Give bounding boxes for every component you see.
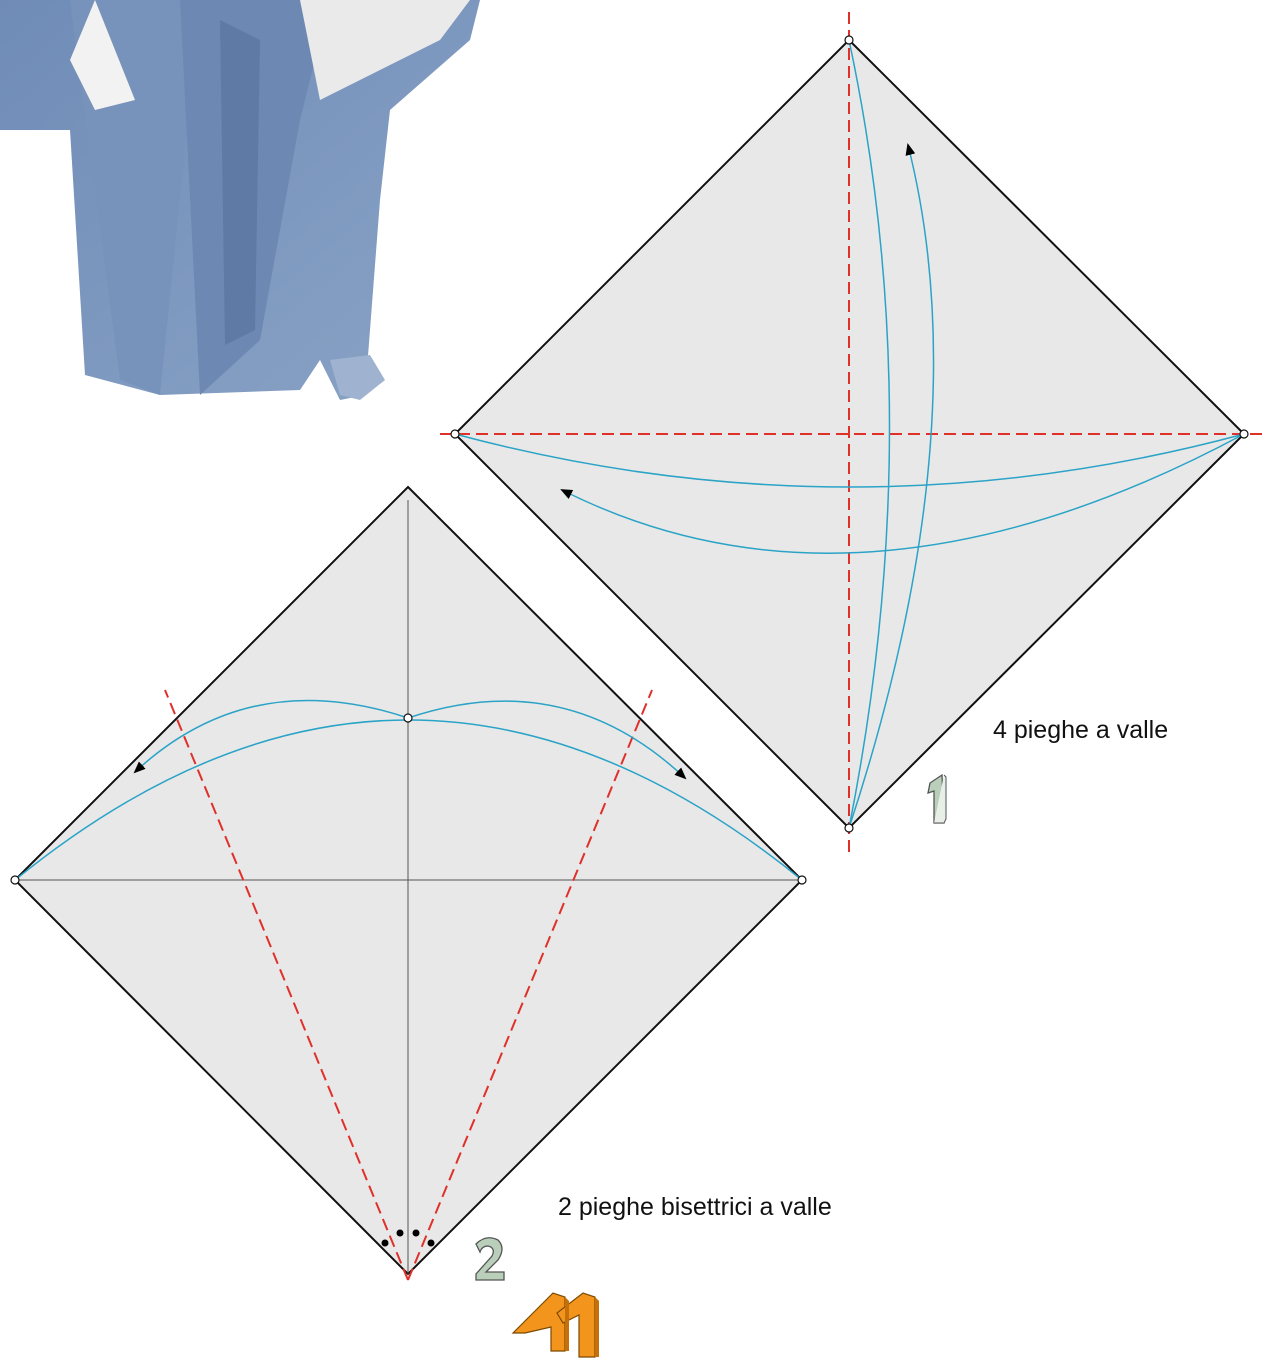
origami-photo [0, 0, 480, 400]
reference-point-bottom [845, 824, 853, 832]
angle-mark-dot [413, 1230, 420, 1237]
step-1-caption: 4 pieghe a valle [993, 716, 1168, 745]
angle-mark-dot [397, 1230, 404, 1237]
step-2-badge [476, 1238, 504, 1280]
step-1-badge [928, 775, 946, 823]
reference-point-left [451, 430, 459, 438]
reference-point-left [11, 876, 19, 884]
angle-mark-dot [382, 1240, 389, 1247]
logo-41 [513, 1293, 599, 1357]
reference-point-top [845, 36, 853, 44]
angle-mark-dot [428, 1240, 435, 1247]
step-2-caption: 2 pieghe bisettrici a valle [558, 1193, 832, 1222]
reference-point-center [404, 714, 412, 722]
reference-point-right [798, 876, 806, 884]
reference-point-right [1240, 430, 1248, 438]
